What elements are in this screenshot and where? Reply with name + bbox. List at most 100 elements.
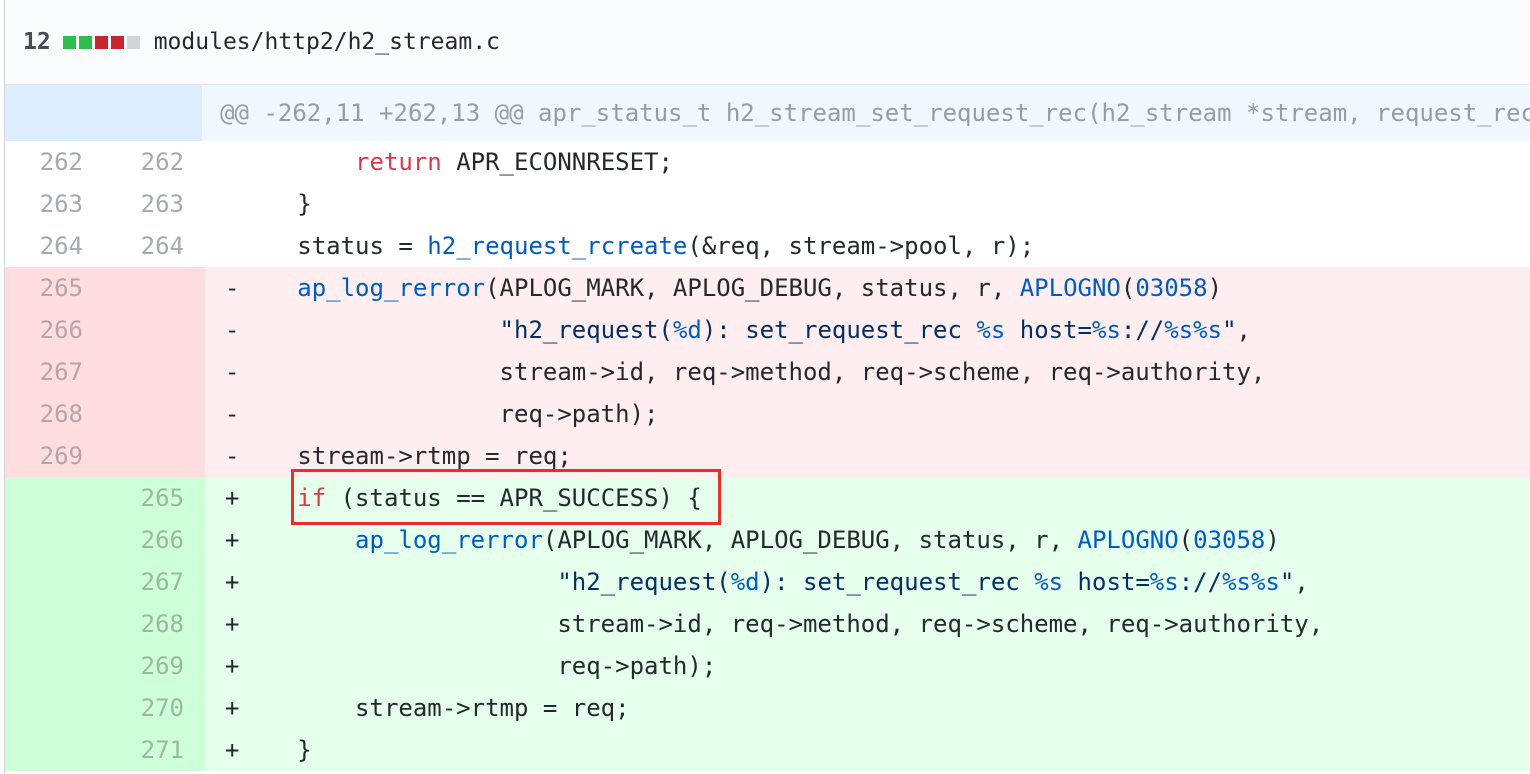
code-token: ) xyxy=(1207,274,1223,302)
code-token: ): set_request_rec xyxy=(701,316,977,344)
code-token: , xyxy=(1236,316,1251,344)
old-line-number[interactable]: 265 xyxy=(5,267,83,309)
new-line-number[interactable]: 269 xyxy=(83,645,205,687)
old-line-number[interactable] xyxy=(5,519,83,561)
new-line-number[interactable] xyxy=(83,267,205,309)
code-token: ): set_request_rec xyxy=(759,568,1035,596)
old-line-number[interactable]: 269 xyxy=(5,435,83,477)
old-line-number[interactable]: 268 xyxy=(5,393,83,435)
old-line-number[interactable] xyxy=(5,687,83,729)
code-line: - stream->id, req->method, req->scheme, … xyxy=(205,351,1530,393)
code-token: 03058 xyxy=(1193,526,1266,554)
old-line-number[interactable] xyxy=(5,561,83,603)
diff-marker: + xyxy=(225,652,240,680)
old-line-number[interactable]: 263 xyxy=(5,183,83,225)
code-token: stream->rtmp = req; xyxy=(239,442,572,470)
new-line-number[interactable]: 271 xyxy=(83,729,205,771)
code-line: + if (status == APR_SUCCESS) { xyxy=(205,477,1530,519)
diffstat-block xyxy=(62,35,76,49)
code-token: %s xyxy=(1092,316,1121,344)
file-header: 12 modules/http2/h2_stream.c xyxy=(5,0,1530,85)
code-token: ) xyxy=(1265,526,1280,554)
code-line: - "h2_request(%d): set_request_rec %s ho… xyxy=(205,309,1530,351)
code-line: + "h2_request(%d): set_request_rec %s ho… xyxy=(205,561,1530,603)
diff-marker: - xyxy=(225,400,240,428)
code-token: " xyxy=(1222,316,1237,344)
code-token: %s xyxy=(1034,568,1064,596)
diff-line-del: 268 - req->path); xyxy=(5,393,1530,435)
file-path[interactable]: modules/http2/h2_stream.c xyxy=(153,29,500,55)
diff-line-add: 268+ stream->id, req->method, req->schem… xyxy=(5,603,1530,645)
code-token: } xyxy=(239,736,312,764)
code-token: host= xyxy=(1063,568,1150,596)
diffstat-block xyxy=(110,35,124,49)
code-line: + stream->id, req->method, req->scheme, … xyxy=(205,603,1530,645)
diff-line-del: 265- ap_log_rerror(APLOG_MARK, APLOG_DEB… xyxy=(5,267,1530,309)
new-line-number[interactable]: 264 xyxy=(83,225,205,267)
code-token: host= xyxy=(1005,316,1092,344)
diff-marker xyxy=(225,190,239,218)
diff-marker: + xyxy=(225,694,240,722)
code-token: %s%s xyxy=(1164,316,1223,344)
diff-marker: - xyxy=(225,442,240,470)
code-token: %s xyxy=(1149,568,1179,596)
code-token: "h2_request( xyxy=(239,568,731,596)
code-token: ( xyxy=(1178,526,1194,554)
new-line-number[interactable]: 270 xyxy=(83,687,205,729)
code-token: "h2_request( xyxy=(239,316,673,344)
code-token: ap_log_rerror xyxy=(355,526,543,554)
old-line-number[interactable] xyxy=(5,477,83,519)
new-line-number[interactable] xyxy=(83,393,205,435)
new-line-number[interactable]: 263 xyxy=(83,183,205,225)
code-token xyxy=(239,484,297,512)
new-line-number[interactable]: 266 xyxy=(83,519,205,561)
code-token: (&req, stream->pool, r); xyxy=(687,232,1035,260)
old-line-number[interactable]: 266 xyxy=(5,309,83,351)
new-line-number[interactable]: 268 xyxy=(83,603,205,645)
code-token: (status == APR_SUCCESS) { xyxy=(326,484,702,512)
old-line-number[interactable] xyxy=(5,729,83,771)
diff-marker xyxy=(225,232,239,260)
code-line: - req->path); xyxy=(205,393,1530,435)
old-line-number[interactable] xyxy=(5,645,83,687)
diffstat-block xyxy=(94,35,108,49)
diff-marker: - xyxy=(225,358,240,386)
diff-file: 12 modules/http2/h2_stream.c @@ -262,11 … xyxy=(4,0,1530,774)
expand-button[interactable] xyxy=(5,85,203,184)
old-line-number[interactable]: 267 xyxy=(5,351,83,393)
diffstat-block xyxy=(78,35,92,49)
code-token: stream->id, req->method, req->scheme, re… xyxy=(239,610,1324,638)
new-line-number[interactable] xyxy=(83,435,205,477)
new-line-number[interactable]: 262 xyxy=(83,141,205,183)
diff-marker: + xyxy=(225,484,240,512)
old-line-number[interactable]: 262 xyxy=(5,141,83,183)
code-line: + stream->rtmp = req; xyxy=(205,687,1530,729)
code-token: ap_log_rerror xyxy=(297,274,486,302)
code-line: + req->path); xyxy=(205,645,1530,687)
code-token: return xyxy=(355,148,442,176)
code-token: (APLOG_MARK, APLOG_DEBUG, status, r, xyxy=(485,274,1020,302)
code-token: (APLOG_MARK, APLOG_DEBUG, status, r, xyxy=(542,526,1078,554)
old-line-number[interactable]: 264 xyxy=(5,225,83,267)
diff-marker xyxy=(225,148,239,176)
diff-line-add: 266 + ap_log_rerror(APLOG_MARK, APLOG_DEB… xyxy=(5,519,1530,561)
new-line-number[interactable]: 265 xyxy=(83,477,205,519)
code-line: } xyxy=(205,183,1530,225)
code-token: req->path); xyxy=(239,400,659,428)
old-line-number[interactable] xyxy=(5,603,83,645)
new-line-number[interactable] xyxy=(83,351,205,393)
code-token: %s%s xyxy=(1222,568,1280,596)
new-line-number[interactable]: 267 xyxy=(83,561,205,603)
diffstat-bar xyxy=(62,35,140,49)
new-line-number[interactable] xyxy=(83,309,205,351)
code-token: %s xyxy=(976,316,1006,344)
diff-marker: + xyxy=(225,526,240,554)
code-token: ( xyxy=(1120,274,1136,302)
diff-line-add: 265+ if (status == APR_SUCCESS) { xyxy=(5,477,1530,519)
code-token: %d xyxy=(672,316,702,344)
diff-marker: - xyxy=(225,316,240,344)
code-line: return APR_ECONNRESET; xyxy=(205,141,1530,183)
